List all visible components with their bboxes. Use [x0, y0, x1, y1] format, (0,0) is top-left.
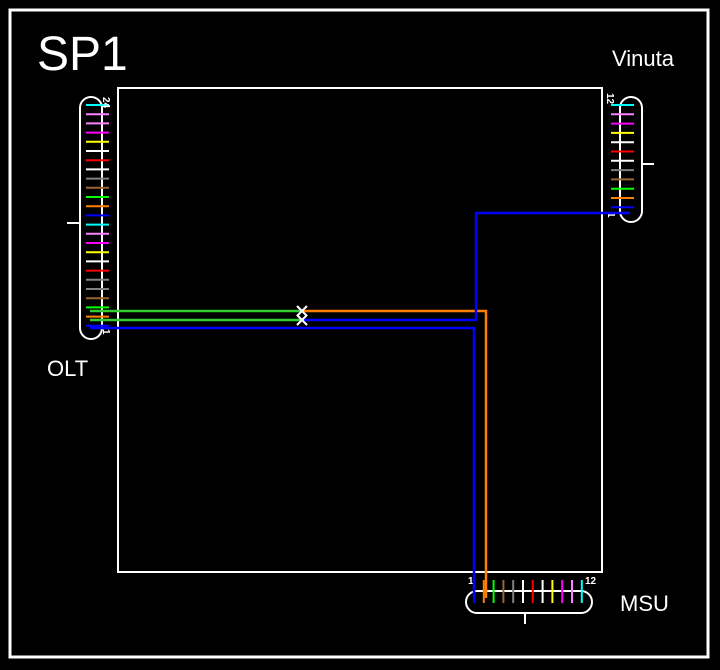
- vinuta-bottom-pin-number: 1: [605, 212, 616, 218]
- olt-connector: 24 1: [67, 96, 111, 340]
- olt-bottom-pin-number: 1: [100, 329, 111, 335]
- olt-top-pin-number: 24: [100, 97, 111, 109]
- vinuta-connector: 12 1: [604, 93, 654, 223]
- vinuta-label: Vinuta: [612, 46, 675, 71]
- fiber-blue-msu: [90, 326, 476, 598]
- msu-connector-body: [465, 590, 593, 614]
- olt-label: OLT: [47, 356, 88, 381]
- msu-label: MSU: [620, 591, 669, 616]
- vinuta-pins: [611, 104, 634, 209]
- splice-marker-1: [296, 305, 308, 317]
- vinuta-connector-body: [619, 96, 643, 223]
- splice-box: [117, 87, 603, 573]
- fiber-orange: [302, 309, 488, 598]
- olt-pins: [86, 104, 109, 327]
- msu-right-pin-number: 12: [585, 576, 597, 587]
- vinuta-top-pin-number: 12: [604, 93, 615, 105]
- msu-pins: [473, 580, 583, 603]
- outer-frame: [8, 8, 710, 659]
- diagram-title: SP1: [37, 28, 128, 81]
- msu-connector: 1 12: [465, 576, 597, 624]
- fiber-blue-vinuta: [302, 211, 630, 322]
- olt-connector-body: [79, 96, 103, 340]
- msu-left-pin-number: 1: [468, 576, 474, 587]
- splice-marker-2: [296, 314, 308, 326]
